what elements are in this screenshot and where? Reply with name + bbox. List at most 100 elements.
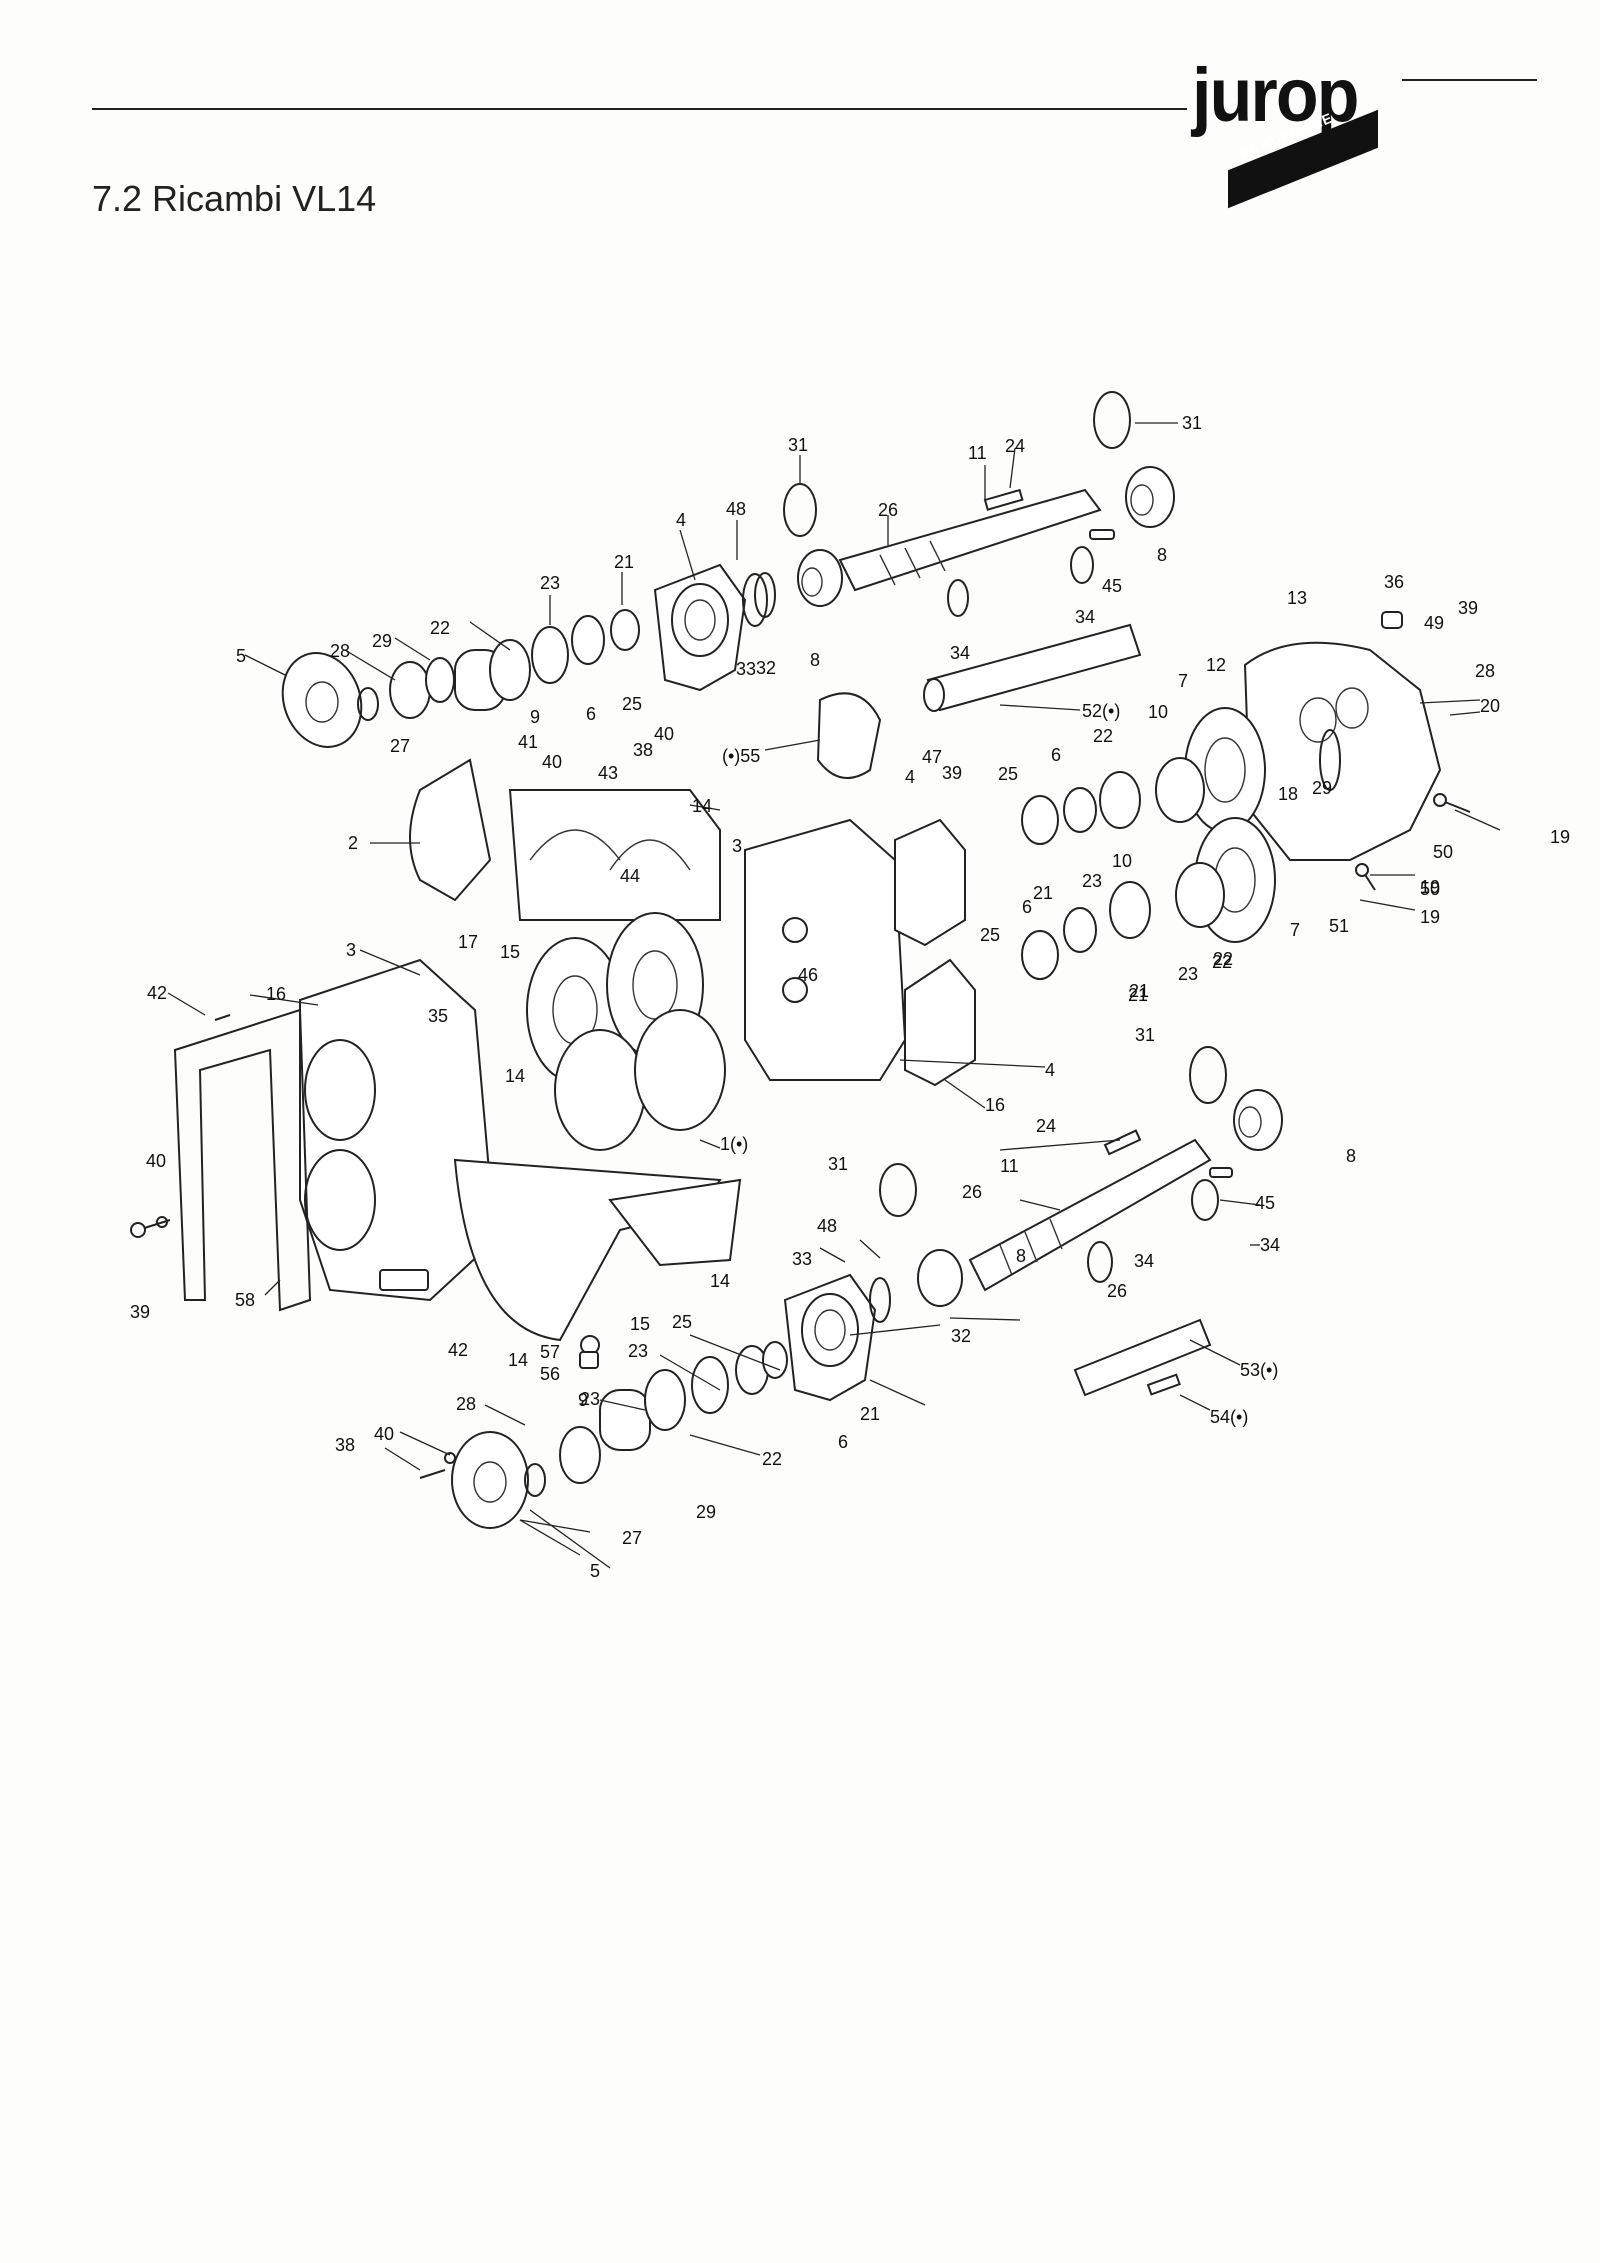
part-label: (•)55 <box>722 746 760 766</box>
part-label: 48 <box>726 499 746 519</box>
part-label: 23 <box>1082 871 1102 891</box>
part-label: 49 <box>1424 613 1444 633</box>
part-label: 27 <box>622 1528 642 1548</box>
part-label: 23 <box>628 1341 648 1361</box>
part-label: 8 <box>1346 1146 1356 1166</box>
part-label: 53(•) <box>1240 1360 1278 1380</box>
part-label: 20 <box>1480 696 1500 716</box>
part-label: 3 <box>346 940 356 960</box>
part-label: 23 <box>580 1389 600 1409</box>
part-label: 58 <box>235 1290 255 1310</box>
part-label: 47 <box>922 747 942 767</box>
part-label: 21 <box>860 1404 880 1424</box>
part-label: 39 <box>130 1302 150 1322</box>
part-label: 18 <box>1278 784 1298 804</box>
part-label: 11 <box>1000 1156 1019 1176</box>
part-label: 41 <box>518 732 538 752</box>
part-label: 7 <box>1290 920 1300 940</box>
part-label: 21 <box>1128 985 1148 1005</box>
header-rule-left <box>92 108 1187 110</box>
leader-lines <box>167 422 1501 1569</box>
part-label: 31 <box>1135 1025 1155 1045</box>
part-label: 44 <box>620 866 640 886</box>
part-label: 34 <box>1075 607 1095 627</box>
part-label: 56 <box>540 1364 560 1384</box>
part-label: 23 <box>1178 964 1198 984</box>
part-label: 14 <box>710 1271 730 1291</box>
part-label: 45 <box>1102 576 1122 596</box>
pump-body <box>130 758 976 1369</box>
part-label: 13 <box>1287 588 1307 608</box>
part-label: 50 <box>1420 879 1440 899</box>
part-label: 35 <box>428 1006 448 1026</box>
part-label: 10 <box>1112 851 1132 871</box>
part-number-labels: 1(•) 2 3 3 4 4 4 5 5 6 6 6 6 7 7 8 8 8 8… <box>130 413 1570 1581</box>
part-label: 26 <box>962 1182 982 1202</box>
part-label: 6 <box>1051 745 1061 765</box>
header-rule-right <box>1402 79 1537 81</box>
part-label: 36 <box>1384 572 1404 592</box>
part-label: 29 <box>372 631 392 651</box>
part-label: 38 <box>335 1435 355 1455</box>
part-label: 45 <box>1255 1193 1275 1213</box>
part-label: 40 <box>654 724 674 744</box>
part-label: 22 <box>1212 952 1232 972</box>
part-label: 51 <box>1329 916 1349 936</box>
part-label: 24 <box>1005 436 1025 456</box>
part-label: 28 <box>1475 661 1495 681</box>
part-label: 6 <box>1022 897 1032 917</box>
part-label: 11 <box>968 443 987 463</box>
part-label: 42 <box>448 1340 468 1360</box>
part-label: 28 <box>456 1394 476 1414</box>
part-label: 34 <box>950 643 970 663</box>
part-label: 1(•) <box>720 1134 748 1154</box>
part-label: 29 <box>696 1502 716 1522</box>
part-label: 19 <box>1550 827 1570 847</box>
part-label: 33 <box>736 659 756 679</box>
part-label: 12 <box>1206 655 1226 675</box>
part-label: 5 <box>590 1561 600 1581</box>
part-label: 8 <box>1157 545 1167 565</box>
gear-housing-group <box>1021 611 1471 980</box>
part-label: 52(•) <box>1082 701 1120 721</box>
part-label: 21 <box>1129 981 1149 1001</box>
part-label: 4 <box>1045 1060 1055 1080</box>
part-label: 4 <box>905 767 915 787</box>
upper-shaft-assembly <box>281 391 1175 779</box>
part-label: 25 <box>980 925 1000 945</box>
part-label: 43 <box>598 763 618 783</box>
part-label: 31 <box>1182 413 1202 433</box>
part-label: 40 <box>374 1424 394 1444</box>
part-label: 9 <box>530 707 540 727</box>
part-label: 9 <box>578 1390 588 1410</box>
jurop-logo: jurop PORDENONE <box>1188 53 1403 209</box>
part-label: 15 <box>500 942 520 962</box>
part-label: 26 <box>878 500 898 520</box>
part-label: 31 <box>788 435 808 455</box>
part-label: 27 <box>390 736 410 756</box>
part-label: 50 <box>1433 842 1453 862</box>
part-label: 14 <box>508 1350 528 1370</box>
part-label: 8 <box>1016 1246 1026 1266</box>
part-label: 24 <box>1036 1116 1056 1136</box>
part-label: 23 <box>540 573 560 593</box>
part-label: 25 <box>622 694 642 714</box>
part-label: 32 <box>756 658 776 678</box>
part-label: 39 <box>1458 598 1478 618</box>
part-label: 21 <box>1033 883 1053 903</box>
part-label: 10 <box>1148 702 1168 722</box>
part-label: 26 <box>1107 1281 1127 1301</box>
part-label: 22 <box>430 618 450 638</box>
part-label: 6 <box>838 1432 848 1452</box>
lower-shaft-assembly <box>419 1046 1283 1529</box>
part-label: 14 <box>505 1066 525 1086</box>
part-label: 22 <box>1093 726 1113 746</box>
part-label: 54(•) <box>1210 1407 1248 1427</box>
part-label: 21 <box>614 552 634 572</box>
part-label: 4 <box>676 510 686 530</box>
part-label: 42 <box>147 983 167 1003</box>
part-label: 48 <box>817 1216 837 1236</box>
part-label: 40 <box>146 1151 166 1171</box>
